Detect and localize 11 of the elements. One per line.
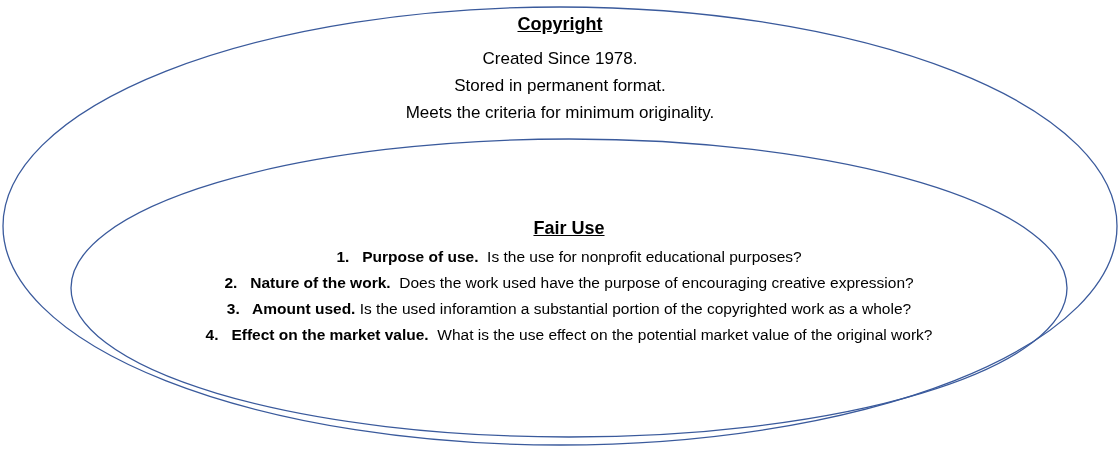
- ellipse-region: [70, 138, 1068, 438]
- region-heading: Fair Use: [533, 218, 605, 239]
- criterion-text: Meets the criteria for minimum originality.: [405, 103, 715, 123]
- criterion-text: Created Since 1978.: [482, 49, 638, 69]
- criterion-text: Stored in permanent format.: [454, 76, 666, 96]
- factor-text: 4. Effect on the market value. What is the use effect on the potential market value of the original work?: [205, 326, 933, 344]
- factor-text: 1. Purpose of use. Is the use for nonprofit educational purposes?: [336, 248, 802, 266]
- region-heading: Copyright: [517, 14, 603, 35]
- factor-text: 2. Nature of the work. Does the work used have the purpose of encouraging creative expression?: [224, 274, 914, 292]
- factor-text: 3. Amount used. Is the used inforamtion a substantial portion of the copyrighted work as a whole?: [226, 300, 912, 318]
- ellipse-region: [2, 6, 1118, 446]
